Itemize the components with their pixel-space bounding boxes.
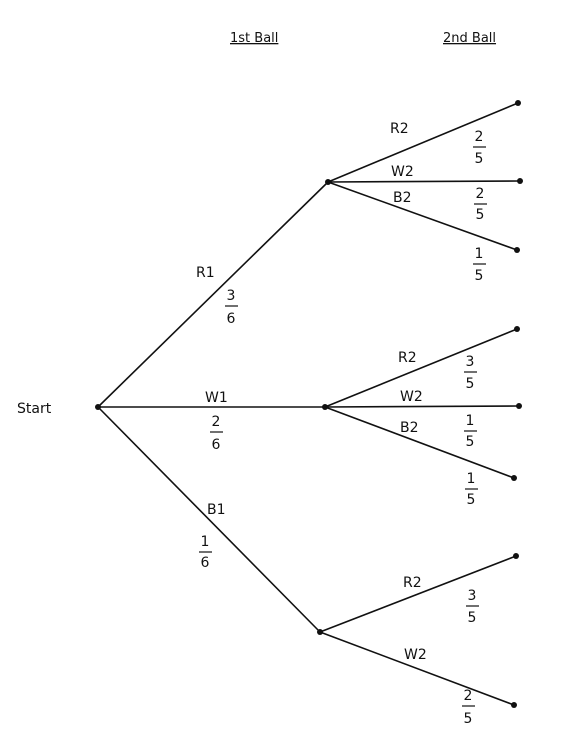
- branch-label-b1: B1: [207, 502, 226, 518]
- edge-b1-r2: [319, 555, 517, 633]
- start-label: Start: [17, 401, 52, 417]
- header-second-ball: 2nd Ball: [443, 31, 496, 46]
- prob-r1-w2-num: 2: [476, 186, 485, 202]
- prob-w1-b2-den: 5: [467, 492, 476, 508]
- branch-label-b1-w2: W2: [404, 647, 427, 663]
- prob-w1-w2-num: 1: [466, 413, 475, 429]
- prob-b1-den: 6: [201, 555, 210, 571]
- branch-label-w1-r2: R2: [398, 350, 417, 366]
- prob-r1-den: 6: [227, 311, 236, 327]
- prob-r1-b2-den: 5: [475, 268, 484, 284]
- prob-b1: 1 6: [199, 534, 212, 571]
- prob-b1-num: 1: [201, 534, 210, 550]
- branch-label-w1-w2: W2: [400, 389, 423, 405]
- leaf-w1-r2: [514, 326, 520, 332]
- leaf-b1-w2: [511, 702, 517, 708]
- prob-w1-den: 6: [212, 437, 221, 453]
- leaf-b1-r2: [513, 553, 519, 559]
- branch-label-b1-r2: R2: [403, 575, 422, 591]
- prob-b1-r2-num: 3: [468, 588, 477, 604]
- edge-w1-r2: [324, 328, 518, 408]
- prob-r1-w2-den: 5: [476, 207, 485, 223]
- edge-r1-b2: [327, 181, 518, 251]
- leaf-w1-w2: [516, 403, 522, 409]
- edge-w1-w2: [324, 405, 520, 408]
- prob-w1-num: 2: [212, 414, 221, 430]
- branch-label-r1-w2: W2: [391, 164, 414, 180]
- prob-b1-w2-den: 5: [464, 711, 473, 727]
- edge-r1-w2: [327, 180, 521, 183]
- edge-b1-w2: [319, 631, 515, 706]
- prob-r1-num: 3: [227, 288, 236, 304]
- prob-w1-r2-num: 3: [466, 354, 475, 370]
- leaf-r1-w2: [517, 178, 523, 184]
- prob-r1-r2-num: 2: [475, 129, 484, 145]
- prob-w1-r2-den: 5: [466, 376, 475, 392]
- prob-r1: 3 6: [225, 288, 238, 327]
- edge-r1-r2: [327, 102, 519, 183]
- branch-label-r1-r2: R2: [390, 121, 409, 137]
- leaf-w1-b2: [511, 475, 517, 481]
- leaf-r1-b2: [514, 247, 520, 253]
- prob-r1-r2-den: 5: [475, 151, 484, 167]
- leaf-r1-r2: [515, 100, 521, 106]
- branch-label-r1-b2: B2: [393, 190, 412, 206]
- branch-label-r1: R1: [196, 265, 215, 281]
- edge-start-b1: [97, 406, 321, 633]
- branch-label-w1-b2: B2: [400, 420, 419, 436]
- prob-w1-w2-den: 5: [466, 434, 475, 450]
- prob-w1: 2 6: [210, 414, 223, 453]
- prob-r1-b2-num: 1: [475, 246, 484, 262]
- header-first-ball: 1st Ball: [230, 31, 278, 46]
- prob-w1-b2-num: 1: [467, 471, 476, 487]
- edge-start-r1: [97, 181, 329, 408]
- edge-w1-b2: [324, 406, 515, 479]
- prob-b1-r2-den: 5: [468, 610, 477, 626]
- prob-b1-w2-num: 2: [464, 688, 473, 704]
- branch-label-w1: W1: [205, 390, 228, 406]
